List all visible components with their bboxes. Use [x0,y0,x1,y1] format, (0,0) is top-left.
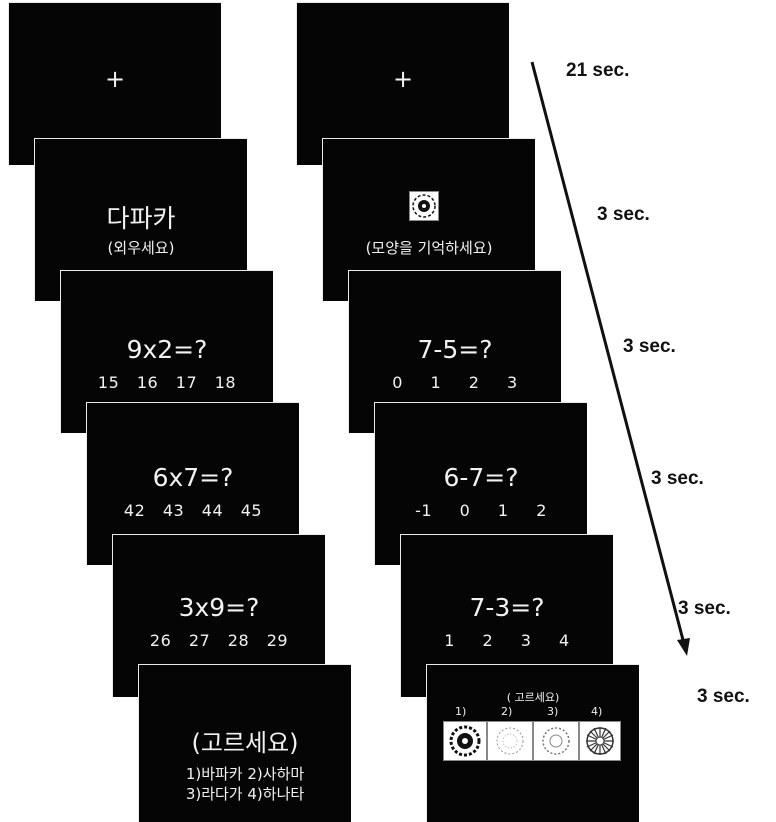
answer-options: 42 43 44 45 [123,501,263,520]
memory-word: 다파카 [106,204,176,233]
fixation-cross: + [104,65,126,93]
choice-label-1: 1) [455,705,467,718]
duration-label-fixation: 21 sec. [566,60,630,81]
answer-options: -1 0 1 2 [415,501,547,520]
shape-choice-3-icon [533,721,579,761]
math-problem: 6-7=? [443,463,519,492]
duration-label-math-2: 3 sec. [651,468,704,489]
left-retrieve-screen: (고르세요) 1)바파카 2)사하마 3)라다가 4)하나타 [138,664,351,822]
shape-choice-1-icon [443,721,487,761]
duration-label-retrieve: 3 sec. [697,686,750,707]
choose-instruction: ( 고르세요) [506,691,560,704]
math-problem: 6x7=? [152,463,234,492]
choose-instruction: (고르세요) [191,729,299,757]
choice-label-2: 2) [501,705,513,718]
math-problem: 7-5=? [417,335,493,364]
fixation-cross: + [392,65,414,93]
left-fixation-screen: + [8,2,221,165]
shape-choice-4-icon [579,721,621,761]
answer-options: 1 2 3 4 [444,631,570,650]
math-problem: 3x9=? [178,593,260,622]
math-problem: 7-3=? [469,593,545,622]
choice-label-3: 3) [547,705,559,718]
duration-label-encode: 3 sec. [597,204,650,225]
choice-label-4: 4) [591,705,603,718]
answer-options: 0 1 2 3 [392,373,518,392]
answer-options: 26 27 28 29 [149,631,289,650]
choice-line-1: 1)바파카 2)사하마 [185,765,305,783]
answer-options: 15 16 17 18 [97,373,237,392]
duration-label-math-3: 3 sec. [678,598,731,619]
shape-choice-2-icon [487,721,533,761]
choice-line-2: 3)라다가 4)하나타 [185,785,305,803]
right-fixation-screen: + [296,2,509,165]
math-problem: 9x2=? [126,335,208,364]
right-retrieve-screen: ( 고르세요) 1) 2) 3) 4) [426,664,639,822]
memorize-instruction: (외우세요) [107,239,175,257]
memorize-shape-instruction: (모양을 기억하세요) [365,239,493,257]
duration-label-math-1: 3 sec. [623,336,676,357]
target-shape-icon [409,191,439,221]
